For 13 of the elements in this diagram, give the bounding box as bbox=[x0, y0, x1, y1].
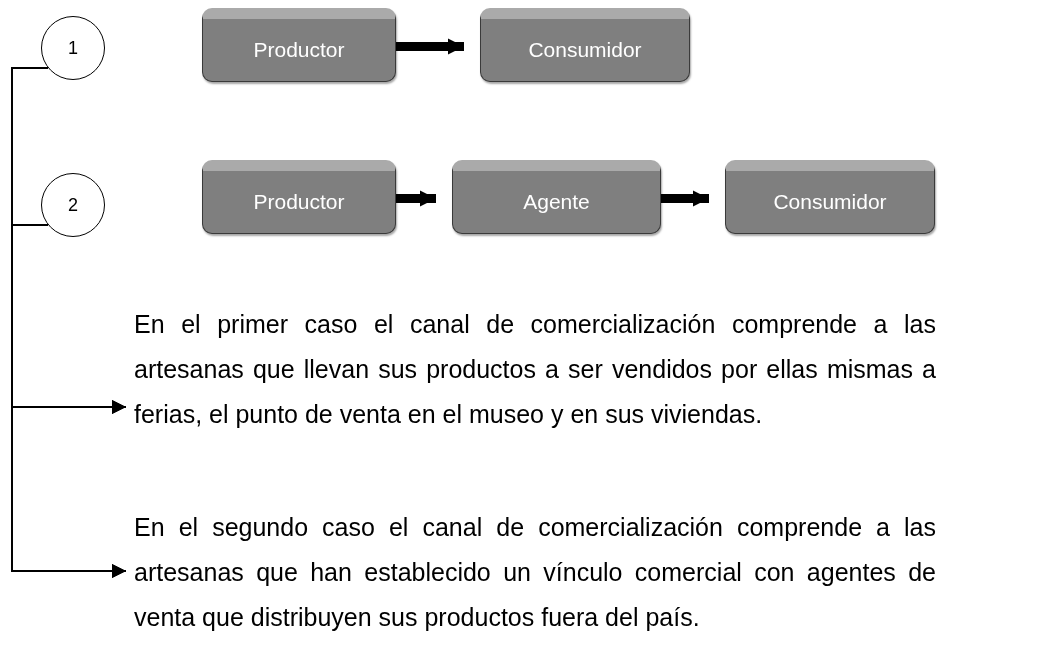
paragraph: En el primer caso el canal de comercialización comprende a las artesanas que llevan sus productos a ser vendidos por ellas mismas a ferias, el punto de venta en el museo y en sus viviendas. bbox=[134, 302, 936, 437]
process-box: Consumidor bbox=[480, 8, 690, 82]
process-box: Productor bbox=[202, 160, 396, 234]
process-box: Consumidor bbox=[725, 160, 935, 234]
block-arrow bbox=[396, 38, 464, 55]
callout-circle: 1 bbox=[41, 16, 105, 80]
process-box: Productor bbox=[202, 8, 396, 82]
block-arrow bbox=[661, 190, 709, 207]
block-arrow bbox=[396, 190, 436, 207]
callout-circle: 2 bbox=[41, 173, 105, 237]
process-box: Agente bbox=[452, 160, 661, 234]
connector-arrow bbox=[11, 224, 127, 578]
paragraph: En el segundo caso el canal de comercialización comprende a las artesanas que han establecido un vínculo comercial con agentes de venta que distribuyen sus productos fuera del país. bbox=[134, 505, 936, 640]
